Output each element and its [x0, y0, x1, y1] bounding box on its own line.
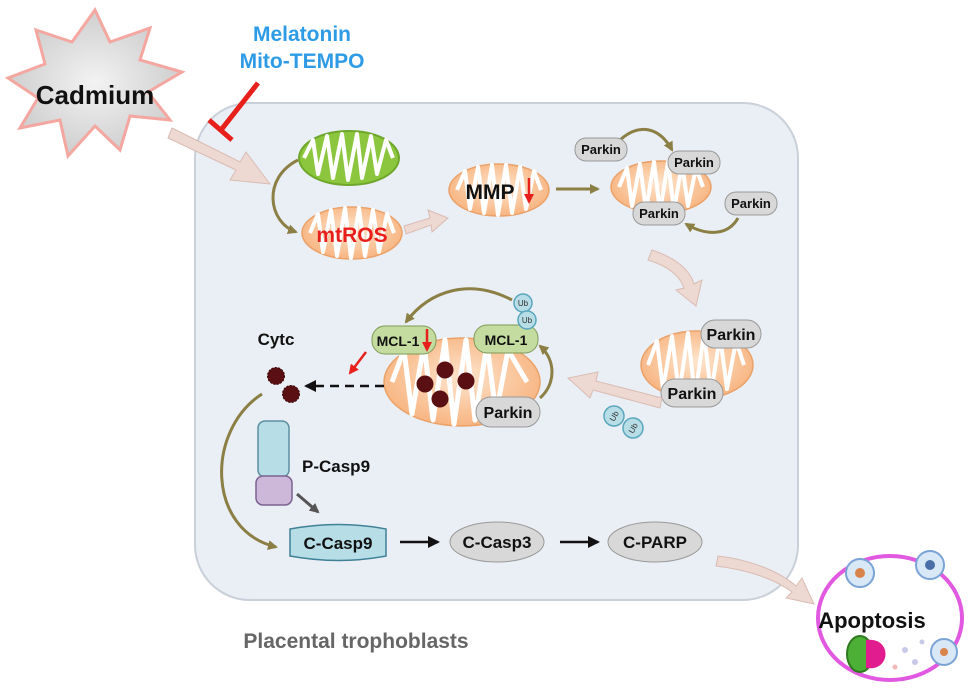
pcasp9-protein — [255, 420, 293, 506]
cadmium-label: Cadmium — [36, 80, 154, 110]
parkin-pill-e: Parkin — [700, 319, 762, 349]
cparp-label: C-PARP — [623, 533, 687, 552]
parkin-to-mcl1-ub-arrow — [538, 344, 554, 400]
parkin-pill-b: Parkin — [667, 150, 721, 175]
parkin-to-mcl1-arrow — [566, 371, 663, 409]
ccasp3-label: C-Casp3 — [463, 533, 532, 552]
cell-type-label: Placental trophoblasts — [243, 630, 468, 653]
parkin-pill-c: Parkin — [632, 201, 686, 226]
parkin-e-label: Parkin — [707, 327, 756, 344]
cadmium-burst: Cadmium — [4, 7, 186, 160]
inhibition-bar — [207, 81, 260, 142]
parkin-pill-g: Parkin — [475, 396, 541, 428]
parkin-d-label: Parkin — [731, 196, 771, 211]
ccasp9-node: C-Casp9 — [289, 523, 387, 562]
mcl1-release-arrow — [348, 351, 367, 375]
mmp-mitochondrion: MMP — [448, 163, 550, 217]
mtros-label: mtROS — [316, 224, 387, 247]
parkin-g-label: Parkin — [484, 405, 533, 422]
parkin-down-arrow — [647, 249, 703, 307]
green-to-mtros-arrow — [271, 158, 299, 235]
apoptotic-cell-illustration — [816, 550, 964, 682]
inhibitor-melatonin: Melatonin — [253, 23, 351, 46]
cparp-to-apoptosis-arrow — [715, 555, 815, 605]
cytc-particles — [267, 367, 300, 403]
ub-label-bound-2: Ub — [522, 316, 533, 325]
cadmium-entry-arrow — [167, 127, 272, 185]
mtros-to-mmp-arrow — [403, 209, 449, 235]
mcl1-low-label: MCL-1 — [377, 333, 420, 349]
pcasp9-to-ccasp9-arrow — [296, 492, 320, 514]
parkin-pill-a: Parkin — [574, 137, 628, 162]
ccasp3-node: C-Casp3 — [449, 521, 545, 563]
cparp-node: C-PARP — [607, 521, 703, 563]
ub-pair-bound: Ub Ub — [513, 293, 537, 330]
ub-label-bound-1: Ub — [518, 299, 529, 308]
mcl1-ub-label: MCL-1 — [485, 332, 528, 348]
parkin-pill-f: Parkin — [660, 378, 724, 408]
ub-pair-free: Ub Ub — [603, 405, 644, 439]
mcl1-downregulated: MCL-1 — [371, 325, 437, 355]
ccasp9-label: C-Casp9 — [304, 534, 373, 553]
mtros-mitochondrion: mtROS — [301, 206, 403, 260]
parkin-pill-d: Parkin — [724, 191, 778, 216]
healthy-mitochondrion — [298, 130, 400, 186]
pcasp9-label: P-Casp9 — [302, 457, 370, 476]
apoptosis-label: Apoptosis — [818, 608, 926, 633]
parkin-cycle-arrow-top — [618, 128, 674, 152]
parkin-cycle-arrow-right — [684, 217, 740, 234]
parkin-a-label: Parkin — [581, 142, 621, 157]
inhibitor-mito-tempo: Mito-TEMPO — [240, 50, 365, 73]
parkin-c-label: Parkin — [639, 206, 679, 221]
cytc-label: Cytc — [258, 330, 295, 349]
parkin-b-label: Parkin — [674, 155, 714, 170]
parkin-f-label: Parkin — [668, 386, 717, 403]
cytc-to-ccasp9-arrow — [220, 392, 278, 550]
mcl1-degradation-arrow — [404, 287, 513, 324]
mmp-label: MMP — [466, 181, 515, 204]
mcl1-ubiquitinated: MCL-1 — [473, 324, 539, 354]
